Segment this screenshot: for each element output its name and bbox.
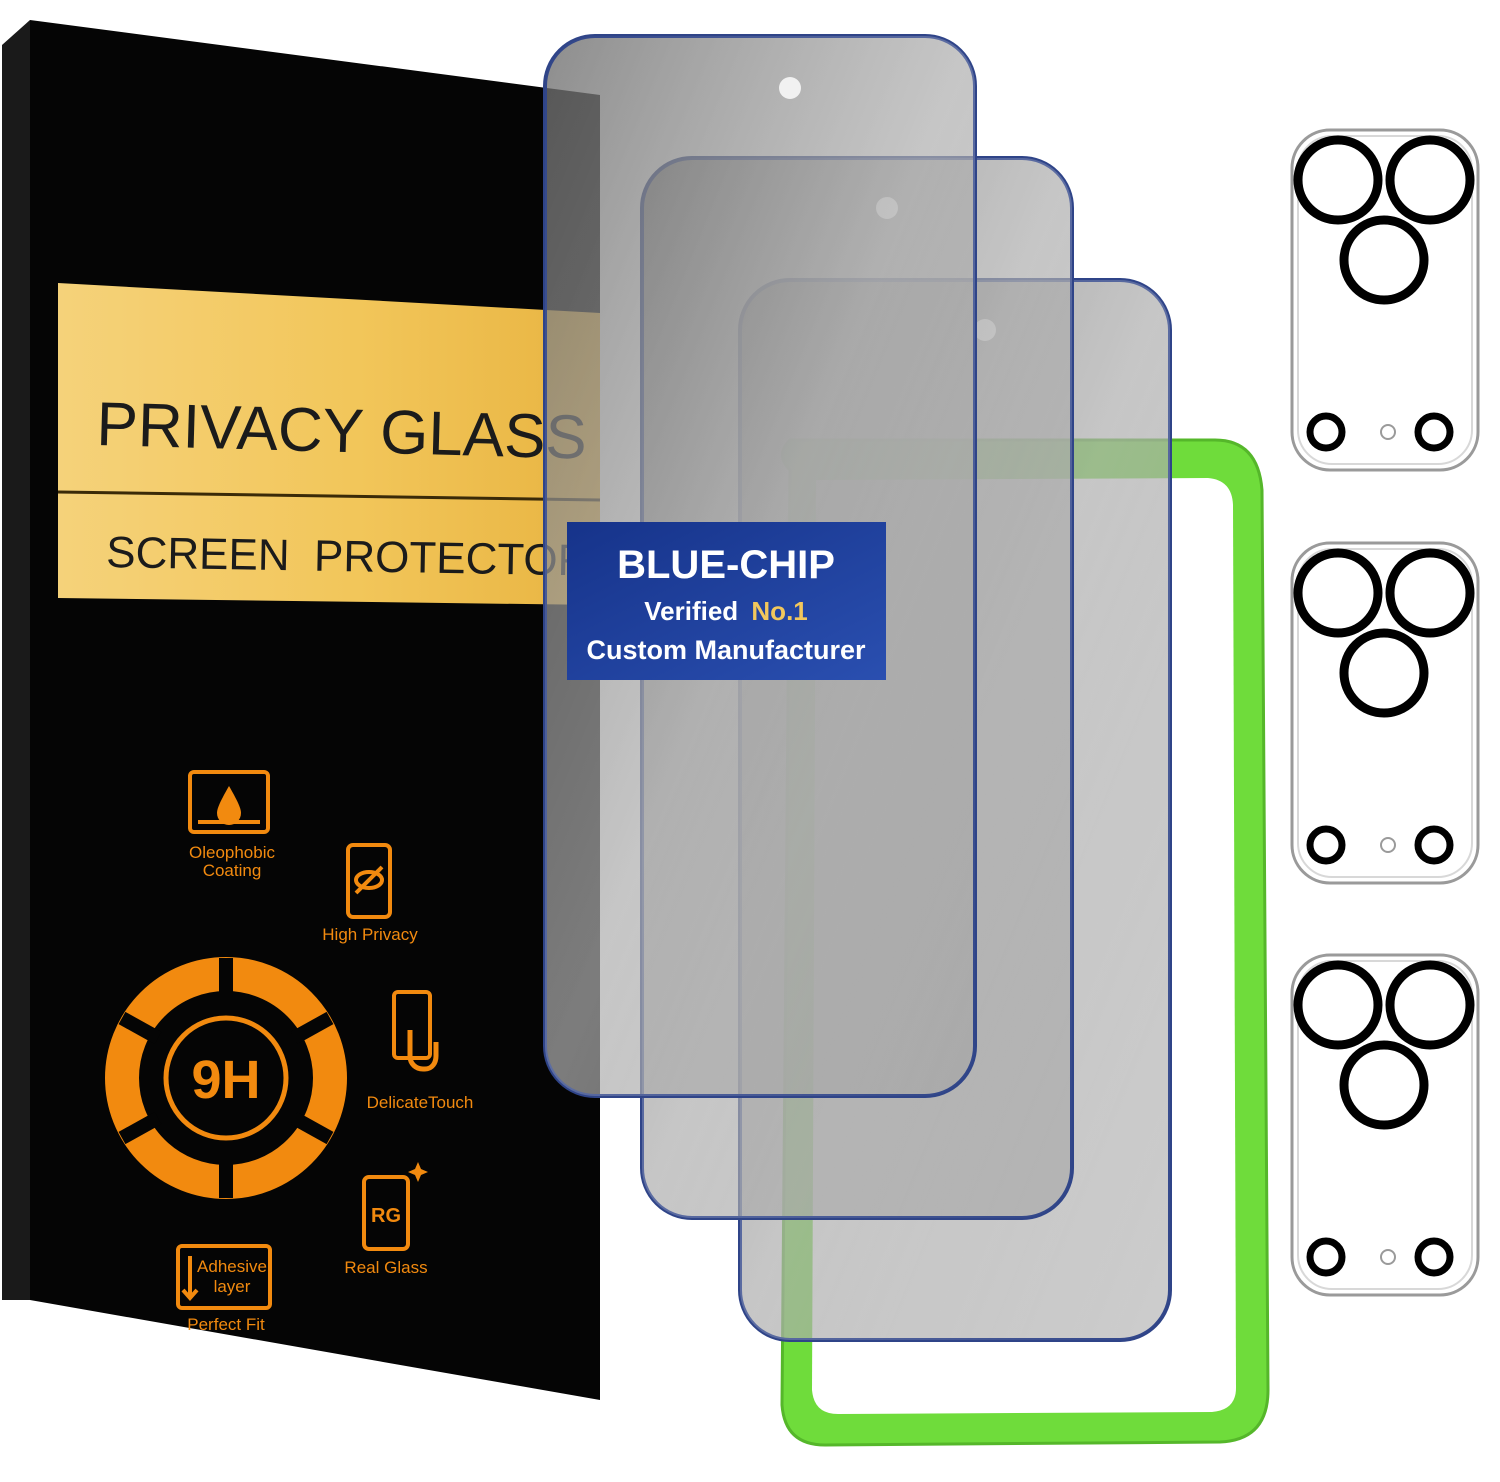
lens-ring: [1385, 135, 1475, 225]
lens-ring: [1306, 825, 1346, 865]
high-privacy-label: High Privacy: [322, 925, 418, 944]
badge-title: BLUE-CHIP: [617, 543, 835, 587]
lens-ring: [1339, 628, 1429, 718]
lens-ring: [1339, 1040, 1429, 1130]
lens-ring: [1293, 548, 1383, 638]
lens-ring: [1306, 412, 1346, 452]
lens-ring: [1385, 960, 1475, 1050]
lens-ring: [1414, 1237, 1454, 1277]
real-glass-label: Real Glass: [344, 1258, 427, 1277]
badge-rank: No.1: [751, 596, 807, 626]
flash-ring: [1380, 424, 1396, 440]
flash-ring: [1380, 1249, 1396, 1265]
camera-lens-protector: [1290, 128, 1480, 472]
oleophobic-label-1: Oleophobic: [189, 843, 276, 862]
flash-ring: [1380, 837, 1396, 853]
lens-ring: [1293, 960, 1383, 1050]
high-privacy-icon: [346, 843, 392, 919]
badge-subtitle: Custom Manufacturer: [586, 635, 866, 665]
adhesive-label-2: layer: [214, 1277, 251, 1296]
badge-verified: Verified No.1: [644, 596, 808, 626]
camera-lens-protectors: [1290, 128, 1480, 1297]
camera-lens-protector: [1290, 953, 1480, 1297]
adhesive-icon: [176, 1244, 272, 1310]
oleophobic-label-2: Coating: [203, 861, 262, 880]
package-subtitle: SCREEN PROTECTOR: [106, 528, 590, 585]
badge-verified-word: Verified: [644, 596, 738, 626]
package-box: PRIVACY GLASS SCREEN PROTECTOR: [2, 20, 601, 1400]
feature-icons: [176, 770, 439, 1310]
hardness-label: 9H: [191, 1050, 260, 1110]
package-title: PRIVACY GLASS: [96, 390, 588, 473]
real-glass-icon: [362, 1162, 428, 1251]
lens-ring: [1414, 825, 1454, 865]
lens-ring: [1306, 1237, 1346, 1277]
real-glass-mark: RG: [371, 1205, 401, 1227]
lens-ring: [1385, 548, 1475, 638]
lens-ring: [1339, 215, 1429, 305]
lens-ring: [1293, 135, 1383, 225]
gold-band: [58, 283, 600, 605]
hardness-9h-icon: 9H: [105, 957, 347, 1199]
touch-icon: [392, 990, 439, 1072]
oleophobic-icon: [188, 770, 270, 834]
perfect-fit-label: Perfect Fit: [187, 1315, 265, 1334]
lens-ring: [1414, 412, 1454, 452]
camera-lens-protector: [1290, 541, 1480, 885]
delicate-touch-label: DelicateTouch: [367, 1093, 474, 1112]
adhesive-label-1: Adhesive: [197, 1257, 267, 1276]
blue-chip-badge: BLUE-CHIP Verified No.1 Custom Manufactu…: [567, 522, 886, 680]
